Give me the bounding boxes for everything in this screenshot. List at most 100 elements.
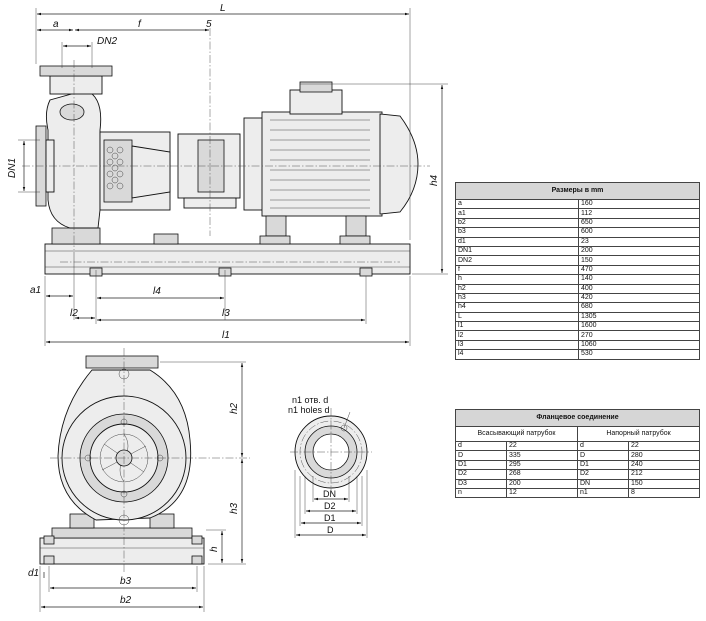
suction-value: 268 xyxy=(506,469,578,480)
dim-label-L: L xyxy=(220,3,226,14)
suction-value: 22 xyxy=(506,440,578,452)
dim-label-l1: l1 xyxy=(222,330,230,341)
flange-holes-label-en: n1 holes d xyxy=(288,405,330,415)
dimension-key: h2 xyxy=(455,283,579,294)
dimension-key: b3 xyxy=(455,227,579,238)
discharge-key: D xyxy=(577,450,629,461)
discharge-key: D2 xyxy=(577,469,629,480)
dimension-value: 270 xyxy=(578,330,700,341)
dim-label-l4: l4 xyxy=(153,286,161,297)
dim-label-h4: h4 xyxy=(429,174,440,186)
dimension-value: 140 xyxy=(578,274,700,285)
dimension-value: 650 xyxy=(578,217,700,229)
side-view-dimensions: L a f 5 DN2 DN1 h4 a1 l4 l2 l3 l1 xyxy=(7,3,448,346)
flange-dim-DN: DN xyxy=(323,489,336,499)
dim-label-h: h xyxy=(209,546,220,552)
dimension-value: 680 xyxy=(578,302,700,313)
dimension-key: DN1 xyxy=(455,245,579,257)
dimension-key: l1 xyxy=(455,321,579,332)
dimension-key: f xyxy=(455,264,579,276)
flange-holes-label-ru: n1 отв. d xyxy=(292,395,328,405)
front-view xyxy=(39,348,250,574)
dimension-key: a1 xyxy=(455,208,579,219)
dim-label-h2: h2 xyxy=(229,402,240,414)
dimension-value: 150 xyxy=(578,255,700,266)
dimension-key: l2 xyxy=(455,330,579,341)
suction-value: 295 xyxy=(506,459,578,471)
ventilation-holes xyxy=(106,146,124,190)
suction-header: Всасывающий патрубок xyxy=(455,426,578,442)
front-view-dimensions: h2 h3 h d1 b3 b2 xyxy=(28,361,246,612)
dimensions-table-title: Размеры в mm xyxy=(455,182,700,200)
dimension-value: 1600 xyxy=(578,321,700,332)
dim-label-h3: h3 xyxy=(229,502,240,514)
discharge-value: 280 xyxy=(628,450,700,461)
discharge-value: 8 xyxy=(628,487,700,499)
flange-dim-D2: D2 xyxy=(324,501,336,511)
dimension-key: h3 xyxy=(455,292,579,304)
suction-value: 335 xyxy=(506,450,578,461)
dimension-value: 420 xyxy=(578,292,700,304)
dimension-value: 200 xyxy=(578,245,700,257)
motor-fins xyxy=(270,119,370,209)
dim-label-a1: a1 xyxy=(30,285,41,296)
discharge-value: 22 xyxy=(628,440,700,452)
discharge-value: 212 xyxy=(628,469,700,480)
dimension-key: L xyxy=(455,311,579,323)
dim-label-f: f xyxy=(138,19,142,30)
dimension-value: 1060 xyxy=(578,339,700,351)
dimension-key: b2 xyxy=(455,217,579,229)
dimension-value: 1305 xyxy=(578,311,700,323)
discharge-header: Напорный патрубок xyxy=(577,426,700,442)
suction-key: D1 xyxy=(455,459,507,471)
flange-table: Фланцевое соединение Всасывающий патрубо… xyxy=(455,409,700,499)
dim-label-l3: l3 xyxy=(222,308,230,319)
side-view xyxy=(22,28,430,277)
suction-key: D xyxy=(455,450,507,461)
discharge-key: DN xyxy=(577,478,629,489)
dim-label-dn2: DN2 xyxy=(97,36,117,47)
suction-value: 200 xyxy=(506,478,578,489)
dimension-value: 400 xyxy=(578,283,700,294)
dimension-key: l3 xyxy=(455,339,579,351)
dimension-value: 23 xyxy=(578,236,700,247)
dimension-key: a xyxy=(455,198,579,210)
flange-table-title: Фланцевое соединение xyxy=(455,409,700,427)
dim-label-5: 5 xyxy=(206,19,212,30)
dim-label-dn1: DN1 xyxy=(7,158,18,178)
dimension-key: h4 xyxy=(455,302,579,313)
dimension-value: 160 xyxy=(578,198,700,210)
flange-view: n1 отв. d n1 holes d DN D2 D1 D xyxy=(288,395,372,538)
dimension-value: 600 xyxy=(578,227,700,238)
dimension-value: 470 xyxy=(578,264,700,276)
suction-key: d xyxy=(455,440,507,452)
flange-dim-D1: D1 xyxy=(324,513,336,523)
dimension-key: l4 xyxy=(455,349,579,360)
suction-value: 12 xyxy=(506,487,578,499)
discharge-value: 240 xyxy=(628,459,700,471)
flange-dim-D: D xyxy=(327,525,334,535)
